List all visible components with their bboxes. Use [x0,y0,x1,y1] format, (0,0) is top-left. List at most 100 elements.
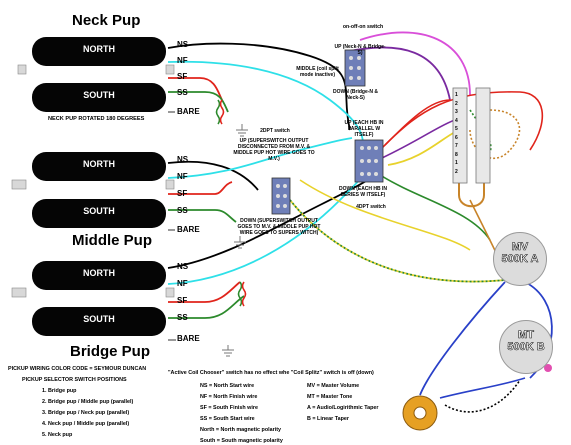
middle-pup-title: Middle Pup [72,232,152,249]
bridge-sf-label: SF [177,296,188,305]
green-mv-wire [379,174,491,241]
wire-def-north: North = North magnetic polarity [200,427,282,433]
middle-sf-wire [168,181,233,195]
wire-def-nf: NF = North Finish wire [200,394,258,400]
mv-value: 500K A [501,253,539,266]
middle-south-label: SOUTH [83,206,115,216]
superswitch-pin-label: 3 [455,109,458,115]
purple-link [381,119,456,159]
bridge-south-coil: SOUTH [32,307,166,336]
on-off-on-middle-label: MIDDLE (coil split mode inactive) [296,66,339,78]
green-dotted [469,109,492,161]
bridge-nf-label: NF [177,279,188,288]
middle-south-coil: SOUTH [32,199,166,228]
superswitch-pin-label: 2 [455,168,458,175]
bridge-south-label: SOUTH [83,314,115,324]
superswitch-body [452,87,468,184]
4dpt-up-label: UP (EACH HB IN PARALLEL W ITSELF) [344,120,384,138]
neck-bare-label: BARE [177,107,200,116]
mt-value: 500K B [507,341,545,354]
master-volume-pot[interactable]: MV 500K A [493,232,547,286]
superswitch-pin-label: 7 [455,143,458,149]
neck-ss-wire [168,91,229,113]
wire-def-sf: SF = South Finish wire [200,405,258,411]
middle-ss-wire [168,209,237,223]
mt-label: MT [518,329,534,342]
position-1: 1. Bridge pup [42,388,77,394]
position-2: 2. Bridge pup / Middle pup (parallel) [42,399,134,405]
wire-def-ns: NS = North Start wire [200,383,255,389]
middle-ns-wire [167,160,259,191]
neck-nf-wire [167,60,366,151]
bridge-sf-wire [168,281,241,303]
magenta-wire-top [359,31,471,96]
middle-mount-right [165,179,175,190]
middle-north-coil: NORTH [32,152,166,181]
neck-north-coil: NORTH [32,37,166,66]
blue-jack-link [439,377,526,399]
pot-def-b: B = Linear Taper [307,416,349,422]
middle-bare-label: BARE [177,225,200,234]
neck-twist [215,99,221,125]
bridge-twist [237,281,243,307]
middle-sf-label: SF [177,189,188,198]
ground-symbols [222,124,248,357]
positions-title: PICKUP SELECTOR SWITCH POSITIONS [22,377,127,383]
black-yellow-dotted [289,199,506,283]
on-off-on-up-label: UP (Neck-N & Bridge-S) [334,44,386,56]
wire-def-ss: SS = South Start wire [200,416,255,422]
neck-mount-right [165,64,175,75]
superswitch-pin-label: 1 [455,92,458,98]
yellow-mv-wire [299,179,471,251]
2dpt-up-label: UP (SUPERSWITCH OUTPUT DISCONNECTED FROM… [233,138,315,162]
bridge-bare-label: BARE [177,334,200,343]
position-4: 4. Neck pup / Middle pup (parallel) [42,421,130,427]
master-tone-pot[interactable]: MT 500K B [499,320,553,374]
jack-hot [444,379,521,413]
4dpt-down-label: DOWN (EACH HB IN SERIES W ITSELF) [338,186,388,198]
2dpt-switch-body [271,177,291,215]
bridge-pup-title: Bridge Pup [70,343,151,360]
tone-capacitor [544,364,552,372]
superswitch-pin-label: 5 [455,126,458,132]
superswitch-pin-label: 2 [455,100,458,107]
pot-def-a: A = Audio/Logirithmic Taper [307,405,379,411]
superswitch-pin-label: 4 [455,117,458,124]
middle-ss-label: SS [177,206,188,215]
bridge-north-label: NORTH [83,268,115,278]
superswitch-pin-label: 8 [455,151,458,158]
2dpt-down-label: DOWN (SUPERSWITCH OUTPUT GOES TO M.V. & … [237,218,321,236]
position-5: 5. Neck pup [42,432,73,438]
wire-def-south: South = South magnetic polarity [200,438,283,444]
middle-north-label: NORTH [83,159,115,169]
middle-mount-left [11,179,27,190]
mv-label: MV [511,241,529,254]
neck-nf-label: NF [177,56,188,65]
pot-def-mv: MV = Master Volume [307,383,360,389]
neck-north-label: NORTH [83,44,115,54]
on-off-on-down-label: DOWN (Bridge-N & Neck-S) [333,89,378,101]
neck-ss-label: SS [177,88,188,97]
neck-ns-label: NS [177,40,189,49]
bridge-ns-label: NS [177,262,189,271]
neck-mount-left [17,64,27,75]
neck-ns-wire [167,42,351,131]
purple-wire-top [344,46,451,101]
bridge-north-coil: NORTH [32,261,166,290]
on-off-on-title: on-off-on switch [342,24,384,30]
middle-nf-wire [167,137,353,179]
neck-south-coil: SOUTH [32,83,166,112]
superswitch-pin-label: 1 [455,160,458,166]
neck-pup-title: Neck Pup [72,12,141,29]
middle-ns-label: NS [177,155,189,164]
position-3: 3. Bridge pup / Neck pup (parallel) [42,410,130,416]
neck-rotation-note: NECK PUP ROTATED 180 DEGREES [48,116,145,122]
4dpt-title: 4DPT switch [356,204,386,210]
neck-sf-label: SF [177,72,188,81]
bridge-mount-left [11,287,27,298]
neck-south-label: SOUTH [83,90,115,100]
middle-nf-label: NF [177,172,188,181]
color-code-note: PICKUP WIRING COLOR CODE = SEYMOUR DUNCA… [8,366,147,372]
